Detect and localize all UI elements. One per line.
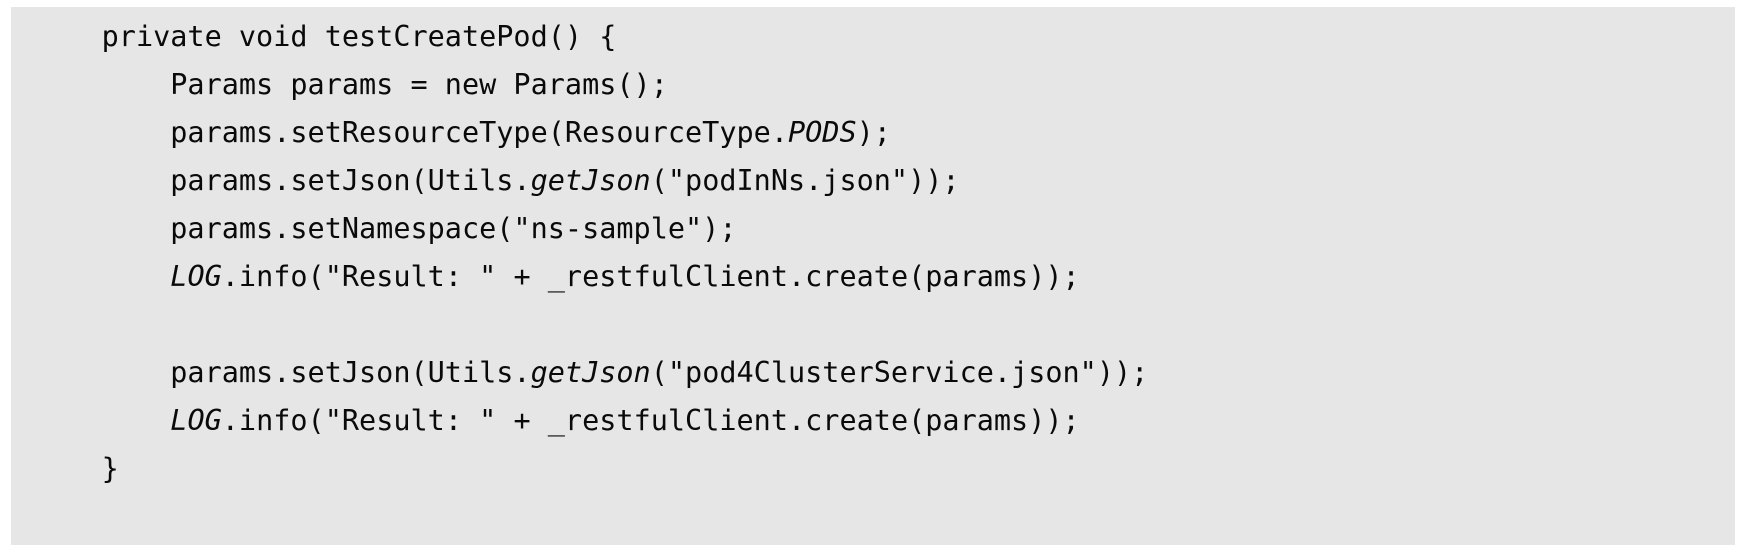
code-token: params.setNamespace("ns-sample"); bbox=[33, 212, 737, 245]
code-token-emphasis: PODS bbox=[787, 116, 857, 149]
code-token-emphasis: getJson bbox=[530, 356, 651, 389]
code-token: params.setJson(Utils. bbox=[33, 164, 531, 197]
code-token: ); bbox=[856, 116, 891, 149]
code-line: params.setJson(Utils.getJson("pod4Cluste… bbox=[11, 349, 1735, 397]
code-token-emphasis: getJson bbox=[530, 164, 651, 197]
code-line: params.setResourceType(ResourceType.PODS… bbox=[11, 109, 1735, 157]
code-token: ("pod4ClusterService.json")); bbox=[650, 356, 1149, 389]
code-line: private void testCreatePod() { bbox=[11, 13, 1735, 61]
code-line bbox=[11, 301, 1735, 349]
code-line: params.setNamespace("ns-sample"); bbox=[11, 205, 1735, 253]
code-token bbox=[33, 404, 170, 437]
code-token: private void testCreatePod() { bbox=[33, 20, 617, 53]
code-token: ("podInNs.json")); bbox=[650, 164, 960, 197]
code-line: params.setJson(Utils.getJson("podInNs.js… bbox=[11, 157, 1735, 205]
code-line: LOG.info("Result: " + _restfulClient.cre… bbox=[11, 397, 1735, 445]
code-block-background: private void testCreatePod() { Params pa… bbox=[11, 7, 1735, 545]
code-token: .info("Result: " + _restfulClient.create… bbox=[221, 260, 1080, 293]
code-token: params.setResourceType(ResourceType. bbox=[33, 116, 788, 149]
code-line: LOG.info("Result: " + _restfulClient.cre… bbox=[11, 253, 1735, 301]
code-token-emphasis: LOG bbox=[170, 260, 222, 293]
code-line: Params params = new Params(); bbox=[11, 61, 1735, 109]
code-token: params.setJson(Utils. bbox=[33, 356, 531, 389]
code-token bbox=[33, 308, 50, 341]
code-token: Params params = new Params(); bbox=[33, 68, 668, 101]
code-token-emphasis: LOG bbox=[170, 404, 222, 437]
code-token bbox=[33, 260, 170, 293]
code-token: .info("Result: " + _restfulClient.create… bbox=[221, 404, 1080, 437]
code-token: } bbox=[33, 452, 119, 485]
code-lines-container: private void testCreatePod() { Params pa… bbox=[11, 13, 1735, 493]
code-line: } bbox=[11, 445, 1735, 493]
